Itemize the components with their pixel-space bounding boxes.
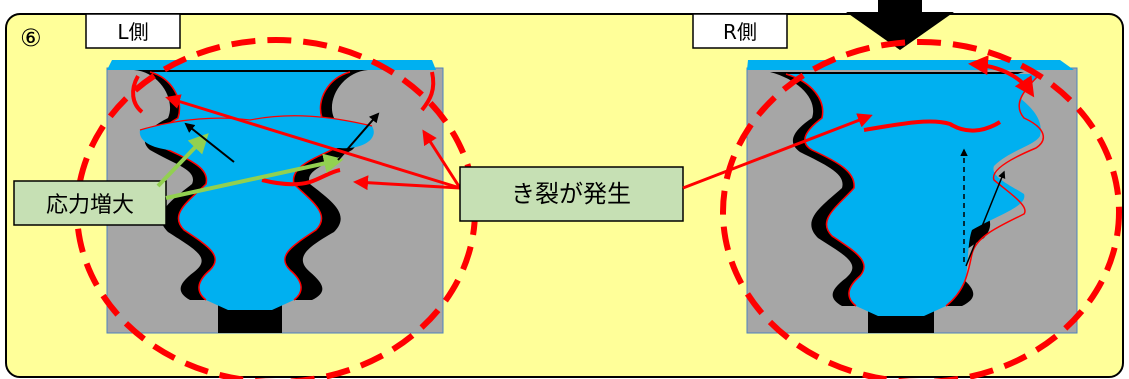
right-crack-line [863, 119, 1002, 133]
right-bellows-fluid [786, 74, 1041, 316]
right-dashed-circle [720, 39, 1122, 379]
right-outline-left [785, 73, 865, 307]
left-crack-outline-left [149, 71, 216, 301]
right-outline-right [945, 73, 1045, 307]
crack-arrow-l1 [165, 94, 461, 190]
left-top-fluid [107, 60, 436, 70]
right-unit [746, 60, 1078, 334]
left-black-arrow-1 [184, 122, 235, 163]
crack-arrow-l2 [422, 129, 462, 189]
left-crack-top-left [131, 75, 144, 114]
crack-arrow-l3 [353, 175, 461, 191]
right-thin-arrow [965, 170, 1006, 267]
right-side-label: R側 [723, 20, 757, 44]
left-unit [106, 60, 444, 334]
stress-label-box: 応力増大 [13, 180, 167, 226]
crack-occurs-label: き裂が発生 [511, 180, 631, 208]
crack-arrow-r1 [682, 113, 873, 190]
down-arrow-icon [846, 0, 954, 50]
step-marker: ⑥ [20, 24, 42, 52]
left-crack-top-right [420, 71, 436, 112]
left-side-label: L側 [117, 20, 148, 44]
stress-arrow-1 [156, 133, 209, 188]
stress-arrow-2 [165, 153, 344, 200]
crack-label-box: き裂が発生 [459, 166, 684, 222]
left-side-label-box: L側 [85, 13, 181, 49]
displacement-arrow [968, 55, 1035, 98]
stress-increase-label: 応力増大 [46, 193, 134, 218]
left-upper-outline [139, 115, 373, 131]
right-side-label-box: R側 [692, 13, 788, 49]
